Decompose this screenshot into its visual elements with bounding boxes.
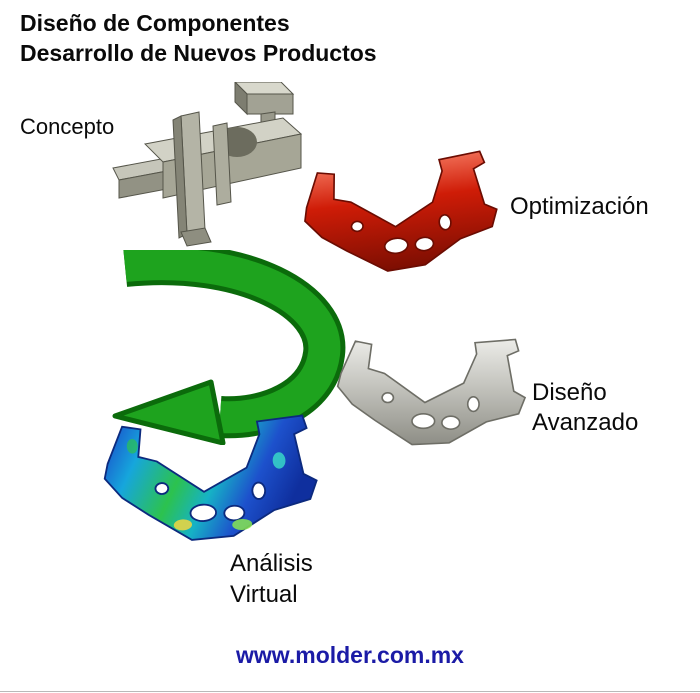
label-optimizacion: Optimización bbox=[510, 193, 649, 220]
page-title-line1: Diseño de Componentes bbox=[20, 10, 290, 36]
label-diseno-avanzado: Diseño Avanzado bbox=[532, 378, 638, 438]
concept-model-image bbox=[112, 82, 303, 247]
label-diseno-line2: Avanzado bbox=[532, 409, 639, 436]
label-analisis-line1: Análisis bbox=[230, 550, 313, 577]
advanced-design-model-image bbox=[336, 338, 526, 446]
cycle-arrow-icon bbox=[112, 250, 346, 445]
virtual-analysis-model-image bbox=[101, 413, 321, 546]
bottom-divider bbox=[0, 691, 700, 692]
label-concepto: Concepto bbox=[20, 114, 115, 139]
page-title-line2: Desarrollo de Nuevos Productos bbox=[20, 40, 377, 66]
label-analisis-virtual: Análisis Virtual bbox=[230, 548, 313, 610]
label-analisis-line2: Virtual bbox=[230, 581, 298, 608]
label-diseno-line1: Diseño bbox=[532, 379, 607, 406]
website-link[interactable]: www.molder.com.mx bbox=[236, 642, 464, 668]
page-title: Diseño de Componentes Desarrollo de Nuev… bbox=[20, 8, 377, 68]
